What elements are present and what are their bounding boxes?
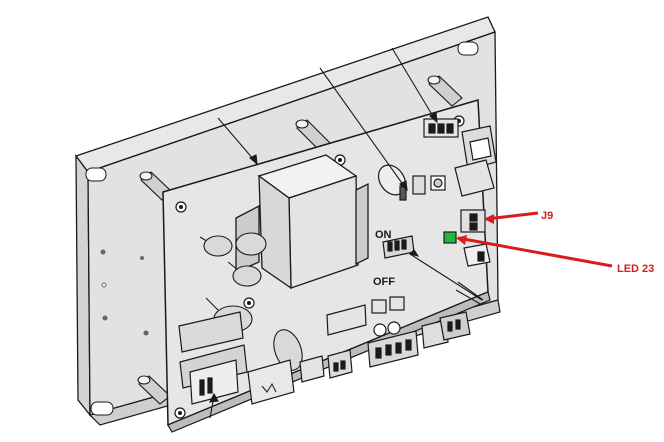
plate-slot bbox=[90, 401, 114, 416]
led-23 bbox=[443, 231, 457, 244]
led23-label: LED 23 bbox=[617, 263, 654, 275]
plate-hole bbox=[101, 282, 107, 288]
plate-slot bbox=[457, 41, 479, 56]
callout-arrow-j9 bbox=[484, 214, 494, 224]
callout-line-led23 bbox=[457, 236, 613, 268]
ic-chips bbox=[326, 296, 405, 337]
standoff bbox=[137, 375, 171, 405]
transformer bbox=[235, 154, 369, 290]
leader-lines bbox=[209, 47, 484, 419]
ic bbox=[371, 299, 387, 314]
bottom-connectors bbox=[178, 311, 471, 405]
capacitor bbox=[273, 329, 303, 371]
plate-hole bbox=[140, 256, 144, 260]
plate-hole bbox=[102, 315, 108, 321]
j9-label: J9 bbox=[541, 210, 553, 222]
standoff bbox=[295, 119, 331, 152]
callout-arrow-led23 bbox=[456, 235, 467, 245]
switch-off-label: OFF bbox=[373, 276, 395, 288]
capacitor bbox=[203, 235, 233, 257]
dip-switch bbox=[382, 235, 415, 259]
right-connectors bbox=[454, 125, 497, 267]
switch-on-label: ON bbox=[375, 229, 392, 241]
plate-hole bbox=[100, 249, 106, 255]
callouts bbox=[456, 211, 613, 268]
relay bbox=[326, 304, 367, 336]
callout-line-j9 bbox=[485, 211, 539, 221]
ic bbox=[389, 296, 405, 311]
plate-hole bbox=[143, 330, 149, 336]
standoff bbox=[427, 75, 463, 107]
capacitor bbox=[235, 232, 267, 256]
fuse bbox=[377, 164, 446, 201]
top-connector bbox=[423, 118, 459, 138]
plate-slot bbox=[85, 167, 107, 182]
capacitor bbox=[232, 265, 262, 287]
